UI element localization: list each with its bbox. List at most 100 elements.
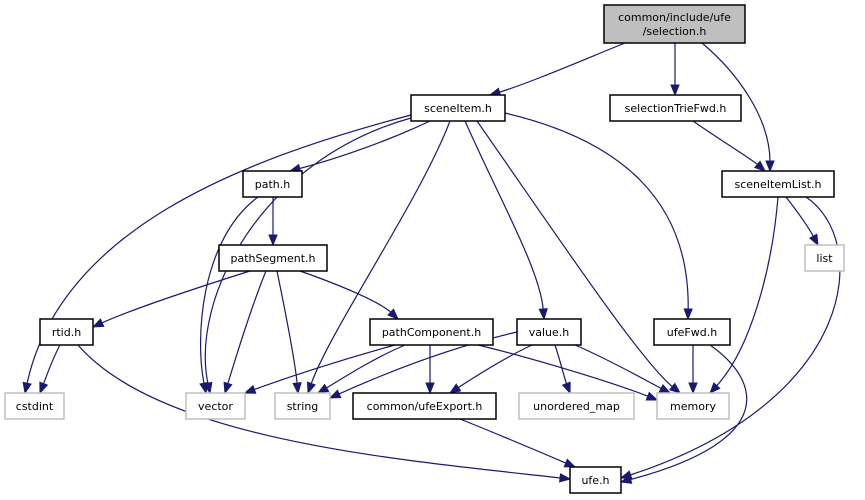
edge-pathSegment-to-pathComponent [299, 270, 399, 320]
edge-line [42, 344, 61, 385]
node-cstdint: cstdint [4, 392, 65, 420]
node-label: value.h [529, 326, 570, 339]
arrowhead-icon [808, 233, 819, 247]
edge-sceneItemList-to-memory [709, 196, 779, 394]
edge-line [310, 120, 451, 385]
node-box [274, 392, 331, 420]
node-ufe[interactable]: ufe.h [569, 466, 622, 494]
node-box [4, 392, 65, 420]
edge-sceneItemList-to-list [785, 196, 819, 247]
edge-selection-to-sceneItem [488, 42, 626, 97]
edge-line [477, 344, 649, 398]
node-box [218, 244, 328, 272]
node-rtid[interactable]: rtid.h [39, 318, 94, 346]
edge-pathComponent-to-vector [243, 344, 396, 394]
arrowhead-icon [243, 384, 257, 394]
node-ufeExport[interactable]: common/ufeExport.h [352, 392, 497, 420]
node-vector: vector [185, 392, 246, 420]
edge-line [701, 42, 771, 163]
edge-line [785, 196, 815, 238]
node-box [352, 392, 497, 420]
node-selectionTrieFwd[interactable]: selectionTrieFwd.h [609, 94, 742, 122]
node-value[interactable]: value.h [516, 318, 582, 346]
arrowhead-icon [658, 383, 672, 394]
edge-line [325, 344, 406, 389]
arrowhead-icon [559, 473, 572, 483]
node-box [39, 318, 94, 346]
node-path[interactable]: path.h [242, 170, 303, 198]
edge-selectionTrieFwd-to-sceneItemList [692, 120, 767, 172]
node-label: common/include/ufe [618, 11, 731, 24]
node-label: common/ufeExport.h [367, 400, 483, 413]
edge-rtid-to-cstdint [39, 344, 61, 395]
node-sceneItemList[interactable]: sceneItemList.h [721, 170, 835, 198]
arrowhead-icon [387, 308, 399, 320]
edge-selection-to-sceneItemList [701, 42, 775, 173]
node-label: unordered_map [533, 400, 620, 413]
arrowhead-icon [223, 381, 233, 395]
node-pathSegment[interactable]: pathSegment.h [218, 244, 328, 272]
edge-line [498, 42, 626, 93]
node-pathComponent[interactable]: pathComponent.h [369, 318, 494, 346]
arrowhead-icon [91, 318, 105, 328]
arrowhead-icon [328, 389, 342, 399]
edge-value-to-ufeExport [448, 344, 533, 394]
node-box [369, 318, 494, 346]
node-unordered_map: unordered_map [518, 392, 635, 420]
edge-line [476, 120, 674, 388]
node-label: selectionTrieFwd.h [625, 102, 727, 115]
edge-line [100, 270, 251, 324]
node-selection[interactable]: common/include/ufe/selection.h [603, 4, 746, 44]
edge-sceneItem-to-memory [476, 120, 682, 394]
edge-line [629, 344, 748, 481]
edge-ufeExport-to-ufe [459, 418, 577, 468]
node-label: ufeFwd.h [667, 326, 717, 339]
arrowhead-icon [39, 381, 49, 395]
node-string: string [274, 392, 331, 420]
edge-line [457, 344, 533, 389]
node-ufeFwd[interactable]: ufeFwd.h [653, 318, 731, 346]
node-box [516, 318, 582, 346]
edge-line [253, 344, 396, 391]
arrowhead-icon [268, 234, 278, 247]
arrowhead-icon [668, 382, 682, 394]
edge-pathSegment-to-rtid [91, 270, 251, 328]
node-label: sceneItemList.h [734, 178, 821, 191]
edge-line [227, 270, 267, 385]
arrowhead-icon [292, 382, 302, 395]
edge-ufeFwd-to-ufe [619, 344, 748, 484]
edge-pathComponent-to-memory [477, 344, 659, 401]
node-label: path.h [255, 178, 291, 191]
arrowhead-icon [425, 382, 435, 395]
edge-line [692, 120, 759, 166]
edge-line [199, 196, 259, 385]
node-box [804, 244, 845, 272]
arrowhead-icon [645, 391, 659, 401]
edge-path-to-pathSegment [268, 197, 278, 247]
node-memory: memory [656, 392, 730, 420]
node-box [185, 392, 246, 420]
arrowhead-icon [448, 383, 462, 394]
arrowhead-icon [683, 308, 693, 321]
edge-rtid-to-ufe [77, 344, 572, 483]
edge-path-to-vector [199, 196, 259, 395]
node-box [518, 392, 635, 420]
edge-selection-to-selectionTrieFwd [670, 42, 680, 97]
node-label: rtid.h [52, 326, 81, 339]
node-label: pathComponent.h [382, 326, 481, 339]
edge-ufeFwd-to-memory [688, 344, 698, 395]
arrowhead-icon [199, 381, 209, 395]
edge-pathComponent-to-ufeExport [425, 345, 435, 395]
node-box [242, 170, 303, 198]
arrowhead-icon [316, 383, 330, 394]
node-sceneItem[interactable]: sceneItem.h [410, 94, 506, 122]
arrowhead-icon [753, 160, 767, 172]
node-box [656, 392, 730, 420]
edge-line [464, 120, 544, 311]
node-label: pathSegment.h [231, 252, 316, 265]
node-label: string [287, 400, 319, 413]
arrowhead-icon [670, 84, 680, 97]
node-label: sceneItem.h [424, 102, 492, 115]
node-label: memory [670, 400, 716, 413]
